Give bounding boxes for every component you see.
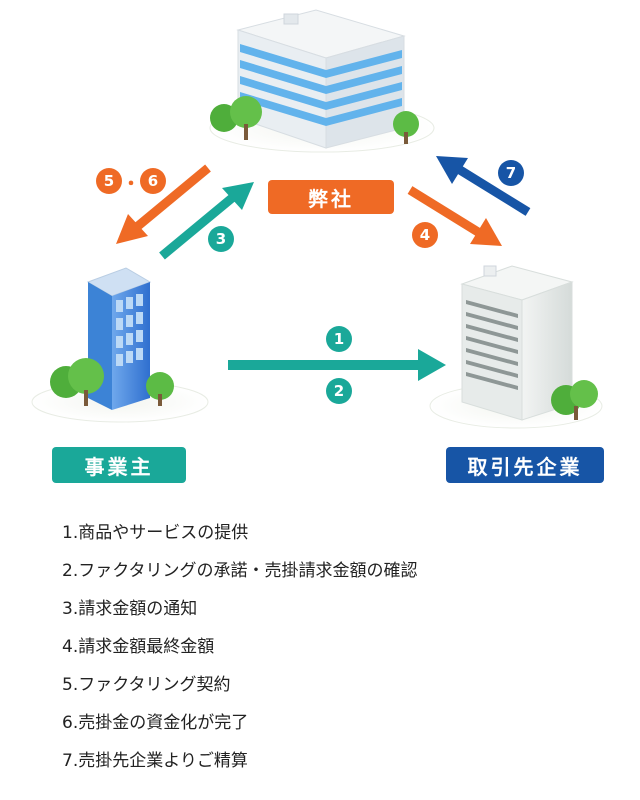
arrow-partner-to-company xyxy=(436,156,531,216)
step-list: 1.商品やサービスの提供 2.ファクタリングの承諾・売掛請求金額の確認 3.請求… xyxy=(62,514,418,780)
step-item-6: 6.売掛金の資金化が完了 xyxy=(62,713,249,733)
step-badge-separator: ・ xyxy=(122,174,140,195)
arrow-business-to-company xyxy=(159,182,254,260)
arrow-company-to-partner xyxy=(407,186,502,246)
company-building-icon xyxy=(209,9,435,153)
step-item-3: 3.請求金額の通知 xyxy=(62,599,198,619)
step-badge-7: 7 xyxy=(498,160,524,186)
diagram-graphics xyxy=(31,9,603,429)
step-badge-5: 5 xyxy=(96,168,122,194)
step-badge-4: 4 xyxy=(412,222,438,248)
partner-label: 取引先企業 xyxy=(446,447,604,483)
arrow-business-to-partner xyxy=(228,349,446,381)
step-item-1: 1.商品やサービスの提供 xyxy=(62,523,249,543)
arrow-company-to-business xyxy=(116,164,211,244)
partner-building-icon xyxy=(429,265,603,429)
business-owner-label: 事業主 xyxy=(52,447,186,483)
step-item-7: 7.売掛先企業よりご精算 xyxy=(62,751,248,771)
factoring-flow-diagram: 弊社 事業主 取引先企業 5 ・ 6 3 4 7 1 2 xyxy=(31,9,604,483)
step-badge-1: 1 xyxy=(326,326,352,352)
step-badge-6: 6 xyxy=(140,168,166,194)
step-badge-3: 3 xyxy=(208,226,234,252)
step-item-5: 5.ファクタリング契約 xyxy=(62,675,231,695)
step-item-2: 2.ファクタリングの承諾・売掛請求金額の確認 xyxy=(62,561,418,581)
company-label: 弊社 xyxy=(268,180,394,214)
step-badge-2: 2 xyxy=(326,378,352,404)
step-item-4: 4.請求金額最終金額 xyxy=(62,637,215,657)
business-owner-building-icon xyxy=(31,267,209,423)
